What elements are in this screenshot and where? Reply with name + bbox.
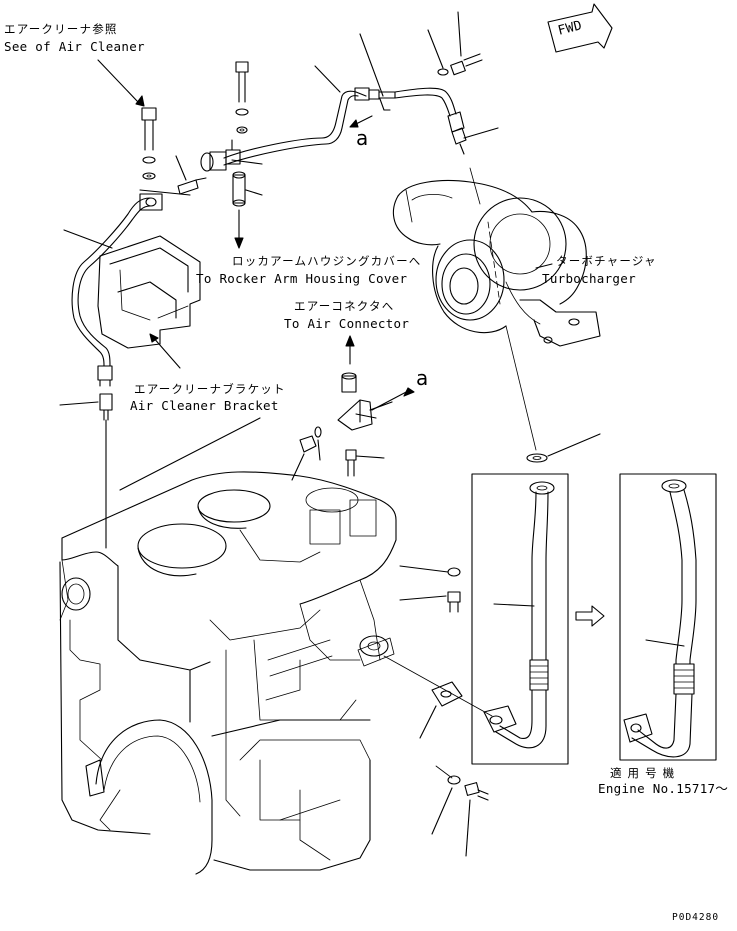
fwd-arrow-icon <box>547 3 613 53</box>
label-bracket-jp: エアークリーナブラケット <box>134 382 286 396</box>
air-connector-bracket <box>291 335 415 481</box>
upper-breather-pipe <box>200 87 467 249</box>
drain-gaskets-bolts <box>383 565 493 857</box>
left-small-fitting <box>177 177 207 195</box>
label-turbo-en: Turbocharger <box>542 271 636 286</box>
turbocharger <box>392 167 601 463</box>
direction-arrow-a-top <box>349 115 373 128</box>
oil-drain-pipe-box-new <box>619 473 717 761</box>
label-air-cleaner-ref-en: See of Air Cleaner <box>4 39 145 54</box>
ref-mark-a-mid: a <box>416 366 429 390</box>
label-engine-no: Engine No.15717～ <box>598 781 729 796</box>
variant-arrow-icon <box>575 605 605 627</box>
upper-right-bolt <box>437 53 483 76</box>
label-applicable-jp: 適 用 号 機 <box>610 766 676 780</box>
top-bolt-column <box>235 61 249 134</box>
label-bracket-en: Air Cleaner Bracket <box>130 398 279 413</box>
ref-mark-a-top: a <box>356 126 369 150</box>
left-bolt-column <box>97 59 157 180</box>
left-breather-hose <box>59 189 191 549</box>
label-air-connector-en: To Air Connector <box>284 316 410 331</box>
label-rocker-cover-en: To Rocker Arm Housing Cover <box>196 271 408 286</box>
air-cleaner-bracket <box>97 235 201 369</box>
label-turbo-jp: ターボチャージャ <box>556 254 657 268</box>
label-air-cleaner-ref-jp: エアークリーナ参照 <box>4 22 118 36</box>
label-rocker-cover-jp: ロッカアームハウジングカバーへ <box>232 254 422 268</box>
label-air-connector-jp: エアーコネクタへ <box>294 299 395 313</box>
drawing-code: P0D4280 <box>672 912 720 923</box>
leader-lines-top <box>175 11 499 196</box>
oil-drain-pipe-box <box>471 473 569 765</box>
engine-block <box>59 471 397 875</box>
leader-bracket-block <box>119 417 261 491</box>
